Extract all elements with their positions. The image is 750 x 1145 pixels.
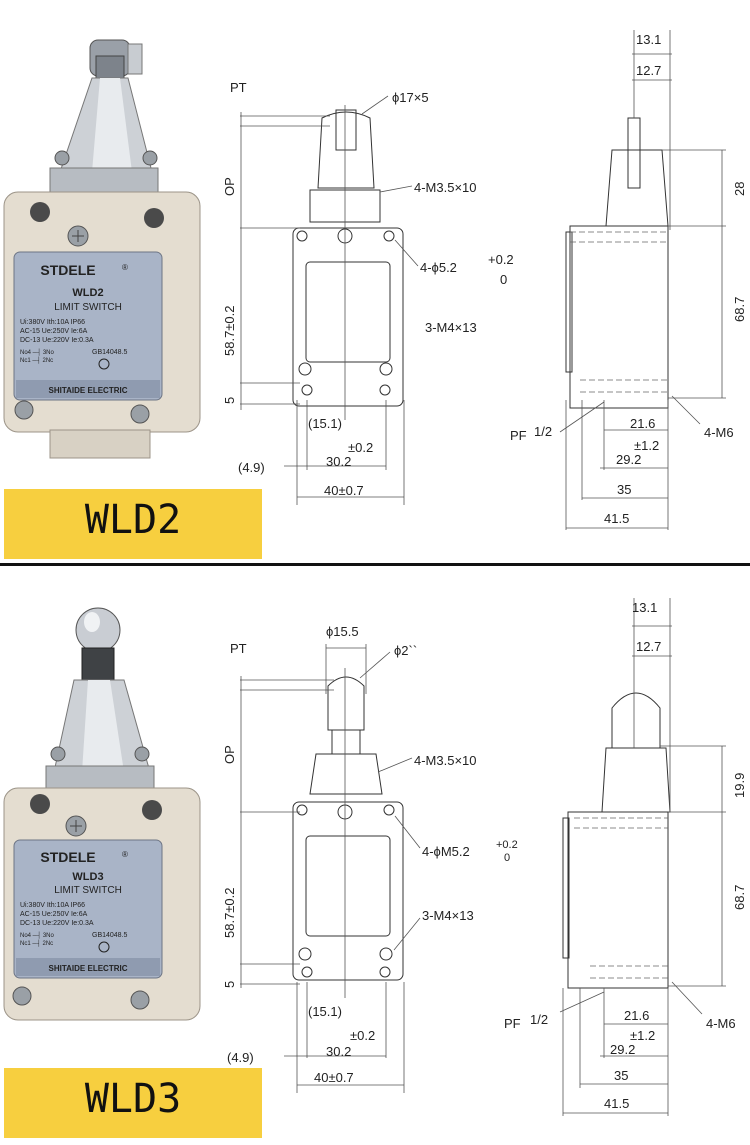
wld2-photo: STDELE ® WLD2 LIMIT SWITCH Ui:380V Ith:1… bbox=[3, 39, 201, 459]
svg-text:DC-13 Ue:220V Ie:0.3A: DC-13 Ue:220V Ie:0.3A bbox=[20, 920, 94, 927]
svg-text:Nc1 ─┤ 2Nc: Nc1 ─┤ 2Nc bbox=[20, 939, 53, 947]
svg-text:41.5: 41.5 bbox=[604, 511, 629, 526]
svg-text:PT: PT bbox=[230, 80, 247, 95]
svg-text:3-M4×13: 3-M4×13 bbox=[422, 908, 474, 923]
svg-text:1/2: 1/2 bbox=[530, 1012, 548, 1027]
svg-text:4-M6: 4-M6 bbox=[704, 425, 734, 440]
wld3-side-view: 13.1 12.7 19.9 68.7 PF 1/2 21.6 ±1.2 29.… bbox=[504, 598, 747, 1116]
svg-text:30.2: 30.2 bbox=[326, 1044, 351, 1059]
svg-text:Ui:380V Ith:10A IP66: Ui:380V Ith:10A IP66 bbox=[20, 319, 85, 326]
svg-text:Ui:380V Ith:10A IP66: Ui:380V Ith:10A IP66 bbox=[20, 902, 85, 909]
svg-text:(15.1): (15.1) bbox=[308, 416, 342, 431]
svg-text:+0.2: +0.2 bbox=[488, 252, 514, 267]
svg-text:ϕ15.5: ϕ15.5 bbox=[326, 624, 359, 639]
svg-text:4-M3.5×10: 4-M3.5×10 bbox=[414, 753, 477, 768]
ce-mark-icon bbox=[98, 941, 110, 953]
wld2-label: WLD2 bbox=[4, 489, 262, 559]
wld3-label-text: WLD3 bbox=[84, 1076, 182, 1122]
svg-text:SHITAIDE ELECTRIC: SHITAIDE ELECTRIC bbox=[49, 386, 128, 395]
svg-text:AC-15 Ue:250V Ie:6A: AC-15 Ue:250V Ie:6A bbox=[20, 328, 88, 335]
svg-text:(4.9): (4.9) bbox=[227, 1050, 254, 1065]
svg-text:4-ϕM5.2: 4-ϕM5.2 bbox=[422, 844, 470, 859]
svg-text:SHITAIDE ELECTRIC: SHITAIDE ELECTRIC bbox=[49, 964, 128, 973]
svg-text:35: 35 bbox=[614, 1068, 628, 1083]
svg-text:±1.2: ±1.2 bbox=[634, 438, 659, 453]
svg-text:PT: PT bbox=[230, 641, 247, 656]
svg-text:58.7±0.2: 58.7±0.2 bbox=[222, 887, 237, 938]
svg-text:®: ® bbox=[122, 850, 128, 859]
svg-text:±1.2: ±1.2 bbox=[630, 1028, 655, 1043]
svg-text:±0.2: ±0.2 bbox=[350, 1028, 375, 1043]
svg-text:68.7: 68.7 bbox=[732, 885, 747, 910]
svg-text:68.7: 68.7 bbox=[732, 297, 747, 322]
svg-text:®: ® bbox=[122, 263, 128, 272]
svg-text:(15.1): (15.1) bbox=[308, 1004, 342, 1019]
svg-text:12.7: 12.7 bbox=[636, 63, 661, 78]
svg-text:30.2: 30.2 bbox=[326, 454, 351, 469]
svg-text:4-M6: 4-M6 bbox=[706, 1016, 736, 1031]
svg-text:PF: PF bbox=[510, 428, 527, 443]
svg-text:4-M3.5×10: 4-M3.5×10 bbox=[414, 180, 477, 195]
svg-text:GB14048.5: GB14048.5 bbox=[92, 932, 128, 939]
svg-text:58.7±0.2: 58.7±0.2 bbox=[222, 305, 237, 356]
svg-text:13.1: 13.1 bbox=[636, 32, 661, 47]
svg-text:3-M4×13: 3-M4×13 bbox=[425, 320, 477, 335]
wld3-label: WLD3 bbox=[4, 1068, 262, 1138]
wld2-label-text: WLD2 bbox=[84, 497, 182, 543]
wld2-front-view: PT OP ϕ17×5 4-M3.5×10 4-ϕ5.2 +0.2 0 3-M4… bbox=[222, 80, 514, 505]
svg-text:21.6: 21.6 bbox=[630, 416, 655, 431]
svg-text:Nc1 ─┤ 2Nc: Nc1 ─┤ 2Nc bbox=[20, 356, 53, 364]
svg-text:+0.2: +0.2 bbox=[496, 839, 518, 851]
svg-text:LIMIT SWITCH: LIMIT SWITCH bbox=[54, 885, 122, 896]
svg-text:4-ϕ5.2: 4-ϕ5.2 bbox=[420, 260, 457, 275]
svg-text:29.2: 29.2 bbox=[610, 1042, 635, 1057]
panel-separator bbox=[0, 563, 750, 566]
wld3-photo: STDELE ® WLD3 LIMIT SWITCH Ui:380V Ith:1… bbox=[3, 607, 201, 1021]
svg-text:12.7: 12.7 bbox=[636, 639, 661, 654]
svg-text:0: 0 bbox=[500, 272, 507, 287]
svg-text:ϕ17×5: ϕ17×5 bbox=[392, 90, 429, 105]
svg-text:41.5: 41.5 bbox=[604, 1096, 629, 1111]
svg-text:No4 ─┤ 3No: No4 ─┤ 3No bbox=[20, 931, 55, 939]
wld3-plate-model: WLD3 bbox=[72, 871, 103, 883]
panel-wld3: STDELE ® WLD3 LIMIT SWITCH Ui:380V Ith:1… bbox=[0, 568, 750, 1145]
svg-text:1/2: 1/2 bbox=[534, 424, 552, 439]
svg-text:19.9: 19.9 bbox=[732, 773, 747, 798]
svg-text:(4.9): (4.9) bbox=[238, 460, 265, 475]
svg-text:LIMIT SWITCH: LIMIT SWITCH bbox=[54, 302, 122, 313]
svg-text:28: 28 bbox=[732, 182, 747, 196]
wld2-plate-model: WLD2 bbox=[72, 287, 103, 299]
wld3-front-view: PT OP ϕ15.5 ϕ2`` 4-M3.5×10 4-ϕM5.2 +0.2 … bbox=[222, 624, 518, 1093]
panel-wld2: STDELE ® WLD2 LIMIT SWITCH Ui:380V Ith:1… bbox=[0, 0, 750, 563]
wld3-brand: STDELE bbox=[40, 849, 95, 865]
svg-text:OP: OP bbox=[222, 177, 237, 196]
svg-text:PF: PF bbox=[504, 1016, 521, 1031]
svg-text:OP: OP bbox=[222, 745, 237, 764]
svg-text:No4 ─┤ 3No: No4 ─┤ 3No bbox=[20, 348, 55, 356]
svg-text:5: 5 bbox=[222, 397, 237, 404]
svg-text:13.1: 13.1 bbox=[632, 600, 657, 615]
svg-text:35: 35 bbox=[617, 482, 631, 497]
svg-text:40±0.7: 40±0.7 bbox=[314, 1070, 354, 1085]
svg-text:DC-13 Ue:220V Ie:0.3A: DC-13 Ue:220V Ie:0.3A bbox=[20, 337, 94, 344]
svg-text:29.2: 29.2 bbox=[616, 452, 641, 467]
svg-text:5: 5 bbox=[222, 981, 237, 988]
wld3-drawing: STDELE ® WLD3 LIMIT SWITCH Ui:380V Ith:1… bbox=[3, 598, 747, 1116]
svg-text:ϕ2``: ϕ2`` bbox=[394, 643, 417, 658]
svg-text:±0.2: ±0.2 bbox=[348, 440, 373, 455]
ce-mark-icon bbox=[98, 358, 110, 370]
wld2-drawing: STDELE ® WLD2 LIMIT SWITCH Ui:380V Ith:1… bbox=[3, 30, 747, 530]
svg-text:21.6: 21.6 bbox=[624, 1008, 649, 1023]
wld2-brand: STDELE bbox=[40, 262, 95, 278]
svg-text:0: 0 bbox=[504, 852, 510, 864]
wld2-side-view: 13.1 12.7 28 68.7 PF 1/2 21.6 ±1.2 29.2 … bbox=[510, 30, 747, 530]
svg-text:40±0.7: 40±0.7 bbox=[324, 483, 364, 498]
svg-text:AC-15 Ue:250V Ie:6A: AC-15 Ue:250V Ie:6A bbox=[20, 911, 88, 918]
svg-text:GB14048.5: GB14048.5 bbox=[92, 349, 128, 356]
